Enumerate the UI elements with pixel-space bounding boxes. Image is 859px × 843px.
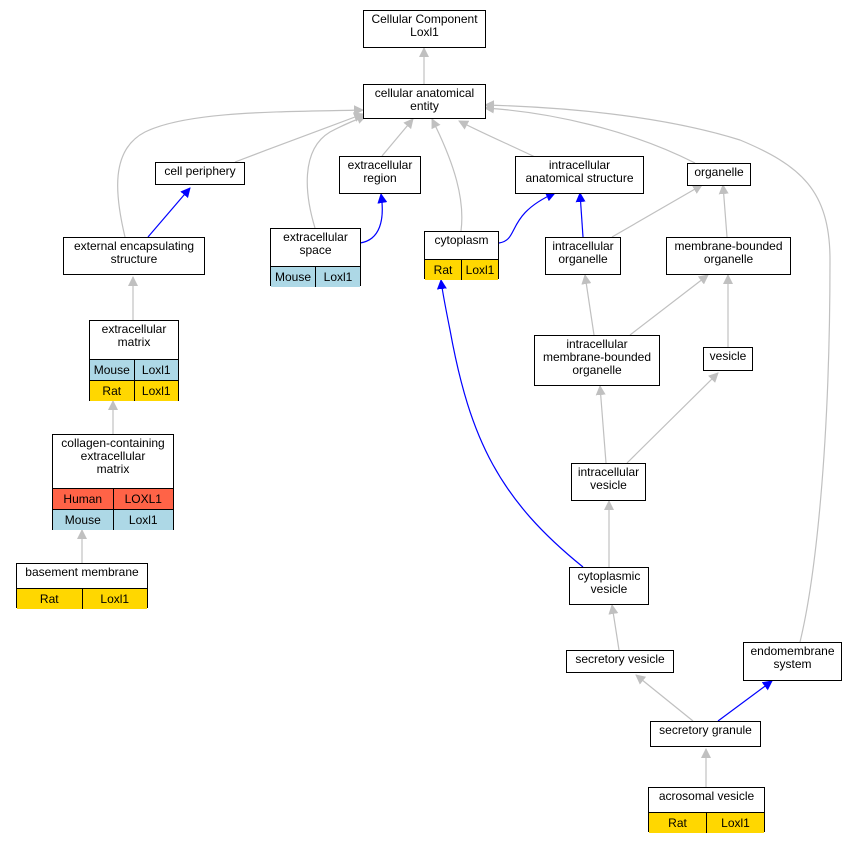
species-cell: Mouse bbox=[53, 510, 113, 530]
node-cytoplasm[interactable]: cytoplasm Rat Loxl1 bbox=[424, 231, 499, 280]
edge-cytoplasm-to-cae bbox=[431, 118, 463, 232]
node-label: basement membrane bbox=[25, 565, 139, 579]
node-cell-periphery[interactable]: cell periphery bbox=[155, 162, 245, 185]
annotation-row: Mouse Loxl1 bbox=[271, 266, 360, 287]
node-acrosomal-vesicle[interactable]: acrosomal vesicle Rat Loxl1 bbox=[648, 787, 765, 833]
edge-ext-encapsulating-part-of-cell-periphery bbox=[147, 187, 191, 238]
node-label: intracellular vesicle bbox=[577, 465, 640, 492]
gene-cell: Loxl1 bbox=[133, 360, 178, 380]
edge-int-mb-organelle-to-mb-organelle bbox=[629, 274, 709, 336]
node-external-encapsulating-structure[interactable]: external encapsulating structure bbox=[63, 237, 205, 275]
annotation-row: Rat Loxl1 bbox=[649, 812, 764, 833]
species-cell: Mouse bbox=[271, 267, 315, 287]
node-label: secretory vesicle bbox=[575, 652, 665, 666]
annotation-row: Mouse Loxl1 bbox=[90, 359, 178, 380]
node-membrane-bounded-organelle[interactable]: membrane-bounded organelle bbox=[666, 237, 791, 275]
node-secretory-granule[interactable]: secretory granule bbox=[650, 721, 761, 747]
node-extracellular-matrix[interactable]: extracellular matrix Mouse Loxl1 Rat Lox… bbox=[89, 320, 179, 401]
edge-cyto-vesicle-part-of-cytoplasm bbox=[436, 279, 584, 568]
species-cell: Mouse bbox=[90, 360, 134, 380]
gene-cell: Loxl1 bbox=[133, 381, 178, 401]
node-cytoplasmic-vesicle[interactable]: cytoplasmic vesicle bbox=[569, 567, 649, 605]
node-label: collagen-containing extracellular matrix bbox=[61, 436, 165, 476]
node-label: secretory granule bbox=[659, 723, 752, 737]
node-label: cell periphery bbox=[164, 164, 236, 178]
node-cellular-anatomical-entity[interactable]: cellular anatomical entity bbox=[363, 84, 486, 119]
edge-intracellular-structure-to-cae bbox=[458, 120, 536, 158]
edge-mb-organelle-to-organelle bbox=[718, 184, 729, 238]
species-cell: Human bbox=[53, 489, 113, 509]
species-cell: Rat bbox=[425, 260, 461, 280]
edge-cell-periphery-to-cae bbox=[234, 112, 364, 163]
node-label: extracellular region bbox=[347, 158, 413, 185]
node-label: endomembrane system bbox=[750, 644, 835, 671]
node-label: cytoplasmic vesicle bbox=[577, 569, 641, 596]
edge-endomembrane-to-cae bbox=[484, 100, 831, 643]
annotation-row: Rat Loxl1 bbox=[90, 380, 178, 401]
node-intracellular-membrane-bounded-organelle[interactable]: intracellular membrane-bounded organelle bbox=[534, 335, 660, 386]
species-cell: Rat bbox=[90, 381, 134, 401]
edge-secretory-vesicle-to-cyto-vesicle bbox=[608, 604, 620, 651]
edge-int-mb-organelle-to-int-organelle bbox=[581, 274, 595, 336]
gene-cell: Loxl1 bbox=[112, 510, 173, 530]
annotation-row: Rat Loxl1 bbox=[17, 588, 147, 609]
node-extracellular-region[interactable]: extracellular region bbox=[339, 156, 421, 194]
node-label: extracellular space bbox=[283, 230, 348, 257]
node-collagen-containing-extracellular-matrix[interactable]: collagen-containing extracellular matrix… bbox=[52, 434, 174, 530]
node-label: cellular anatomical entity bbox=[374, 86, 475, 113]
node-label: intracellular anatomical structure bbox=[525, 158, 634, 185]
edge-int-vesicle-to-vesicle bbox=[626, 372, 719, 464]
node-intracellular-anatomical-structure[interactable]: intracellular anatomical structure bbox=[515, 156, 644, 194]
annotation-row: Rat Loxl1 bbox=[425, 259, 498, 280]
node-label: membrane-bounded organelle bbox=[674, 239, 783, 266]
edge-secretory-granule-to-secretory-vesicle bbox=[635, 674, 694, 722]
node-extracellular-space[interactable]: extracellular space Mouse Loxl1 bbox=[270, 228, 361, 287]
edge-int-organelle-part-of-int-structure bbox=[575, 192, 586, 238]
gene-cell: Loxl1 bbox=[706, 813, 764, 833]
node-endomembrane-system[interactable]: endomembrane system bbox=[743, 642, 842, 681]
node-label: organelle bbox=[694, 165, 744, 179]
edge-extracellular-space-to-cae bbox=[306, 114, 367, 229]
node-organelle[interactable]: organelle bbox=[687, 163, 751, 186]
node-label: intracellular organelle bbox=[552, 239, 614, 266]
gene-cell: LOXL1 bbox=[112, 489, 173, 509]
gene-cell: Loxl1 bbox=[315, 267, 360, 287]
node-label: cytoplasm bbox=[434, 233, 489, 247]
node-cellular-component-root[interactable]: Cellular Component Loxl1 bbox=[363, 10, 486, 48]
edge-cytoplasm-part-of-int-structure bbox=[498, 192, 556, 244]
node-intracellular-organelle[interactable]: intracellular organelle bbox=[545, 237, 621, 275]
edge-intracellular-organelle-to-organelle bbox=[611, 184, 703, 238]
node-label: external encapsulating structure bbox=[73, 239, 195, 266]
species-cell: Rat bbox=[17, 589, 82, 609]
gene-cell: Loxl1 bbox=[461, 260, 498, 280]
node-label: extracellular matrix bbox=[101, 322, 167, 349]
node-label: Cellular Component Loxl1 bbox=[371, 12, 478, 39]
edge-external-encapsulating-to-cae bbox=[117, 105, 364, 238]
node-label: vesicle bbox=[709, 349, 747, 363]
node-secretory-vesicle[interactable]: secretory vesicle bbox=[566, 650, 674, 673]
node-basement-membrane[interactable]: basement membrane Rat Loxl1 bbox=[16, 563, 148, 609]
node-label: acrosomal vesicle bbox=[658, 789, 755, 803]
node-vesicle[interactable]: vesicle bbox=[703, 347, 753, 371]
edge-int-vesicle-to-int-mb-organelle bbox=[595, 385, 607, 464]
node-label: intracellular membrane-bounded organelle bbox=[542, 337, 652, 377]
edge-ext-space-part-of-ext-region bbox=[359, 193, 388, 244]
node-intracellular-vesicle[interactable]: intracellular vesicle bbox=[571, 463, 646, 501]
gene-cell: Loxl1 bbox=[81, 589, 147, 609]
edge-secretory-granule-part-of-endomembrane bbox=[717, 680, 773, 722]
edge-extracellular-region-to-cae bbox=[381, 118, 414, 157]
annotation-row: Mouse Loxl1 bbox=[53, 509, 173, 530]
species-cell: Rat bbox=[649, 813, 706, 833]
edge-organelle-to-cae bbox=[484, 103, 696, 164]
annotation-row: Human LOXL1 bbox=[53, 488, 173, 509]
